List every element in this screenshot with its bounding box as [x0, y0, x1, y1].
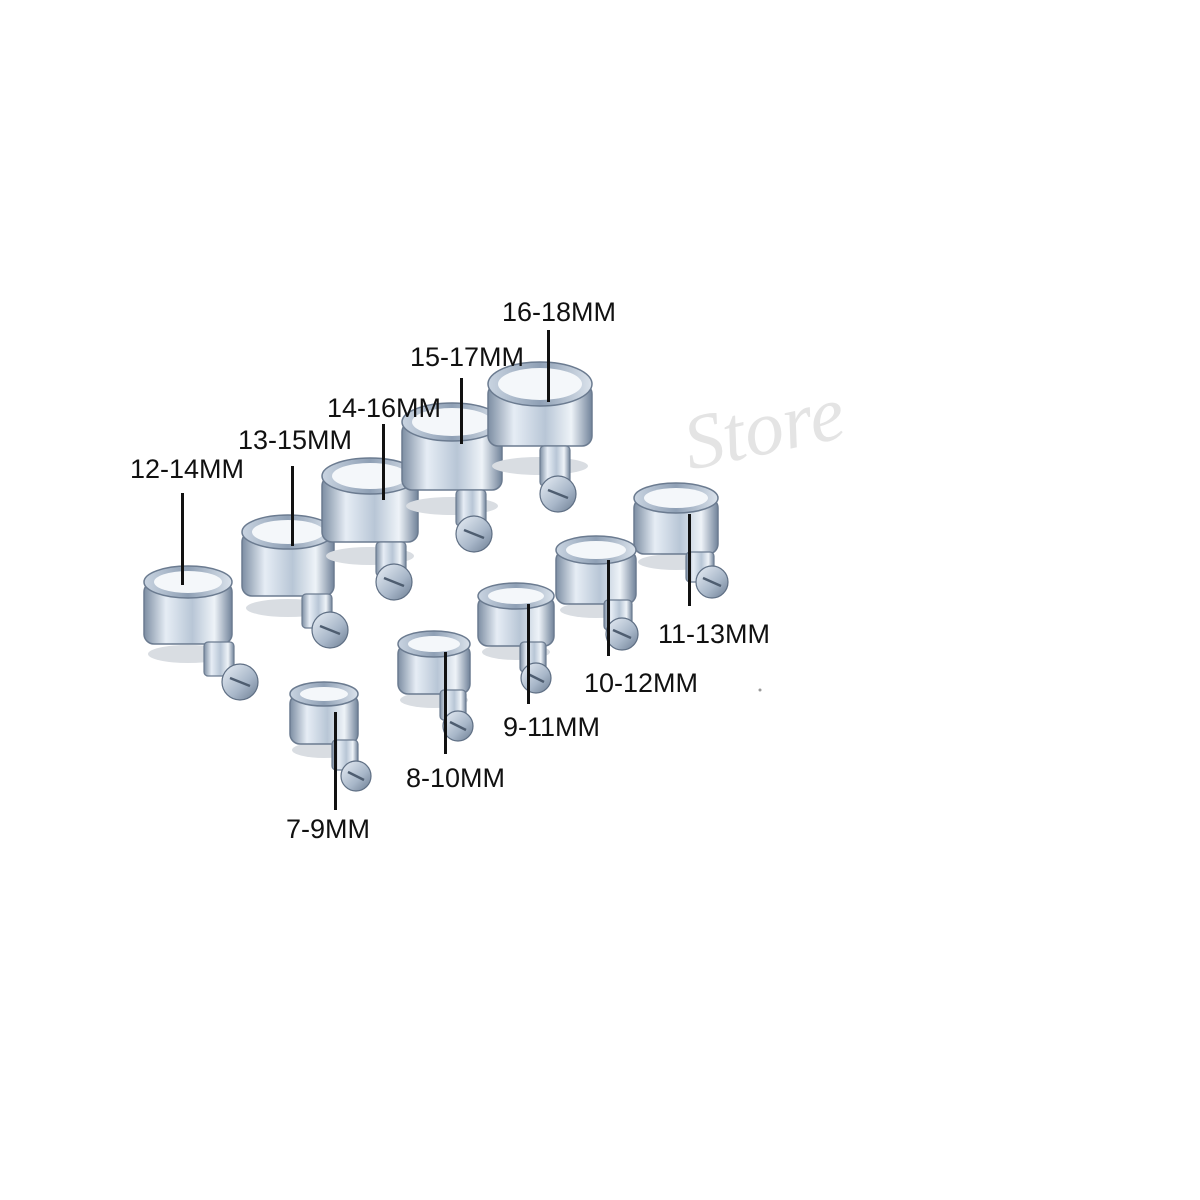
watermark-text: Store: [675, 368, 851, 487]
clamp-13-15: [241, 514, 349, 649]
leader-line-11-13: [688, 514, 691, 606]
clamp-15-17: [401, 402, 503, 553]
clamp-7-9: [289, 681, 372, 792]
size-label-13-15: 13-15MM: [238, 425, 353, 455]
leader-line-10-12: [607, 560, 610, 656]
leader-line-13-15: [291, 466, 294, 546]
clamp-9-11: [477, 582, 555, 694]
size-label-7-9: 7-9MM: [286, 814, 371, 844]
clamp-11-13: [633, 482, 729, 599]
leader-line-7-9: [334, 712, 337, 810]
leader-line-15-17: [460, 378, 463, 444]
size-label-9-11: 9-11MM: [503, 712, 601, 742]
clamp-10-12: [555, 535, 639, 651]
clamp-8-10: [397, 630, 474, 742]
size-label-11-13: 11-13MM: [658, 619, 771, 649]
size-label-14-16: 14-16MM: [327, 393, 442, 423]
clamp-16-18: [487, 361, 593, 513]
leader-line-16-18: [547, 330, 550, 402]
clamp-12-14: [143, 565, 259, 701]
leader-line-8-10: [444, 652, 447, 754]
leader-line-9-11: [527, 604, 530, 704]
leader-line-12-14: [181, 493, 184, 585]
leader-line-14-16: [382, 424, 385, 500]
size-label-16-18: 16-18MM: [502, 297, 617, 327]
size-label-15-17: 15-17MM: [410, 342, 525, 372]
size-label-12-14: 12-14MM: [130, 454, 245, 484]
size-label-8-10: 8-10MM: [406, 763, 506, 793]
size-label-10-12: 10-12MM: [584, 668, 699, 698]
